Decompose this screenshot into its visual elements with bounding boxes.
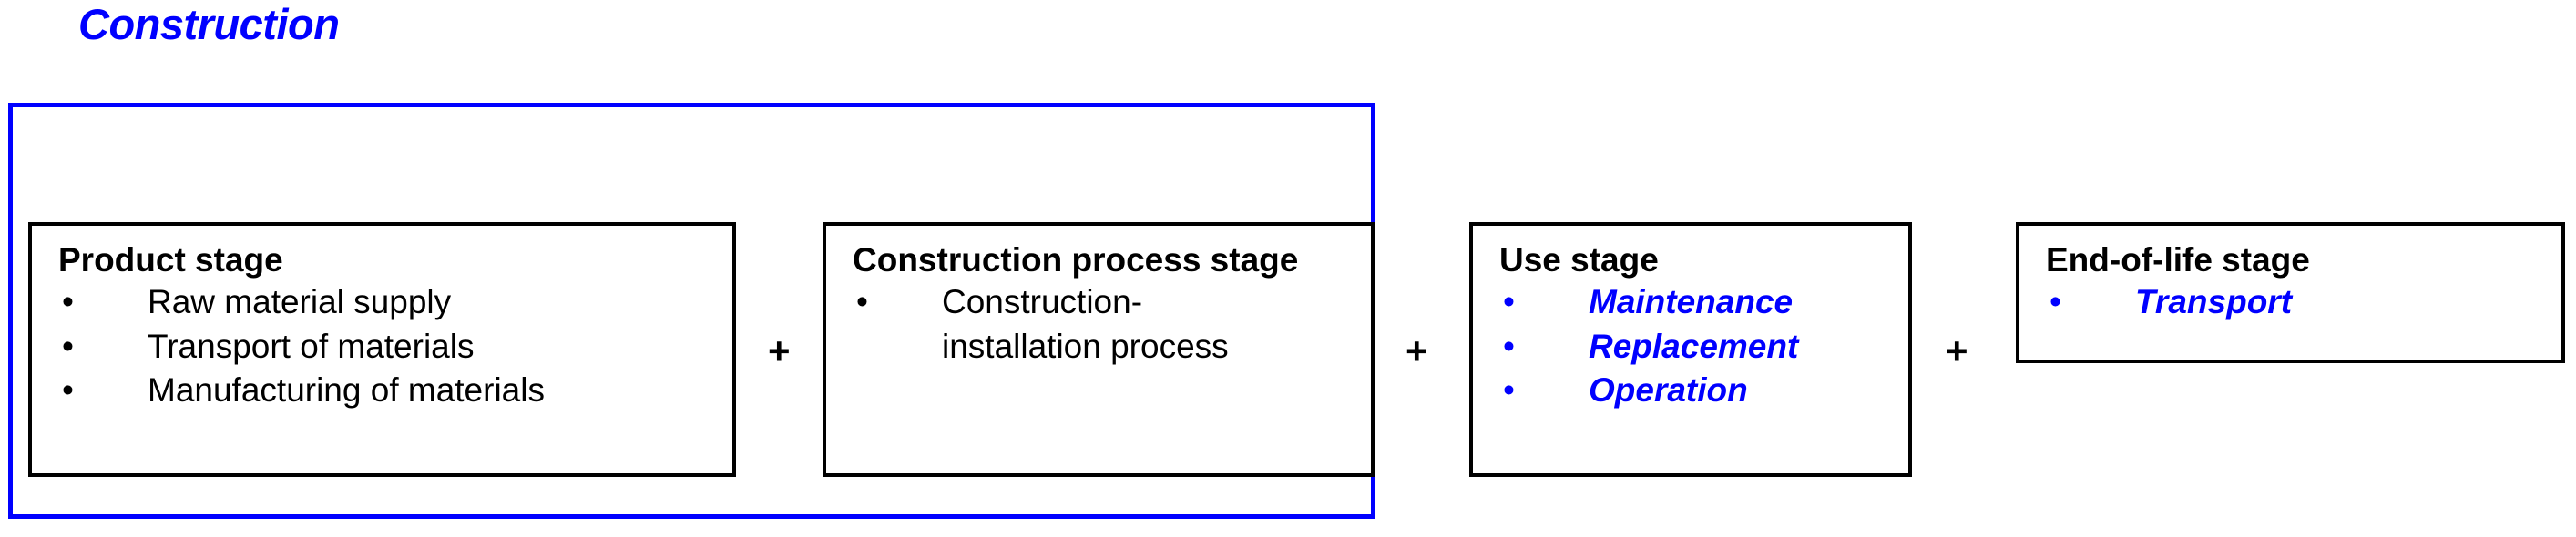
stage-item-list: • Construction- installation process: [853, 280, 1364, 368]
page-title: Construction: [78, 0, 340, 48]
plus-connector-icon: +: [1946, 329, 1968, 372]
stage-box-construction-process[interactable]: Construction process stage • Constructio…: [823, 222, 1375, 477]
list-item-label: Replacement: [1589, 327, 1799, 365]
stage-box-content: Construction process stage • Constructio…: [826, 226, 1371, 369]
list-item-label: Manufacturing of materials: [148, 370, 545, 409]
stage-heading: Product stage: [58, 241, 283, 279]
bullet-icon: •: [856, 283, 868, 321]
stage-heading: Use stage: [1499, 241, 1659, 279]
list-item: • Manufacturing of materials: [58, 369, 725, 412]
list-item: • Operation: [1499, 369, 1901, 412]
plus-connector-icon: +: [1406, 329, 1428, 372]
stage-item-list: • Transport: [2046, 280, 2554, 324]
stage-box-content: Use stage • Maintenance • Replacement • …: [1473, 226, 1908, 412]
list-item-label: Operation: [1589, 370, 1748, 409]
bullet-icon: •: [1503, 370, 1515, 409]
stage-item-list: • Raw material supply • Transport of mat…: [58, 280, 725, 411]
bullet-icon: •: [1503, 283, 1515, 321]
bullet-icon: •: [62, 327, 74, 365]
list-item: • Raw material supply: [58, 280, 725, 324]
list-item-label: Maintenance: [1589, 283, 1794, 321]
list-item: • Transport of materials: [58, 325, 725, 369]
stage-box-content: Product stage • Raw material supply • Tr…: [32, 226, 732, 412]
stage-box-product[interactable]: Product stage • Raw material supply • Tr…: [28, 222, 736, 477]
stage-box-end-of-life[interactable]: End-of-life stage • Transport: [2016, 222, 2565, 363]
list-item: • Maintenance: [1499, 280, 1901, 324]
bullet-icon: •: [62, 370, 74, 409]
list-item: • Construction- installation process: [853, 280, 1364, 368]
bullet-icon: •: [62, 283, 74, 321]
bullet-icon: •: [1503, 327, 1515, 365]
stage-box-use[interactable]: Use stage • Maintenance • Replacement • …: [1469, 222, 1912, 477]
list-item-label: Construction- installation process: [942, 283, 1229, 365]
list-item-label: Transport of materials: [148, 327, 475, 365]
bullet-icon: •: [2050, 283, 2061, 321]
stage-box-content: End-of-life stage • Transport: [2019, 226, 2561, 325]
stage-heading: Construction process stage: [853, 241, 1299, 279]
stage-heading: End-of-life stage: [2046, 241, 2310, 279]
list-item: • Replacement: [1499, 325, 1901, 369]
list-item: • Transport: [2046, 280, 2554, 324]
list-item-label: Transport: [2135, 283, 2293, 321]
list-item-label: Raw material supply: [148, 283, 452, 321]
stage-item-list: • Maintenance • Replacement • Operation: [1499, 280, 1901, 411]
plus-connector-icon: +: [768, 329, 791, 372]
